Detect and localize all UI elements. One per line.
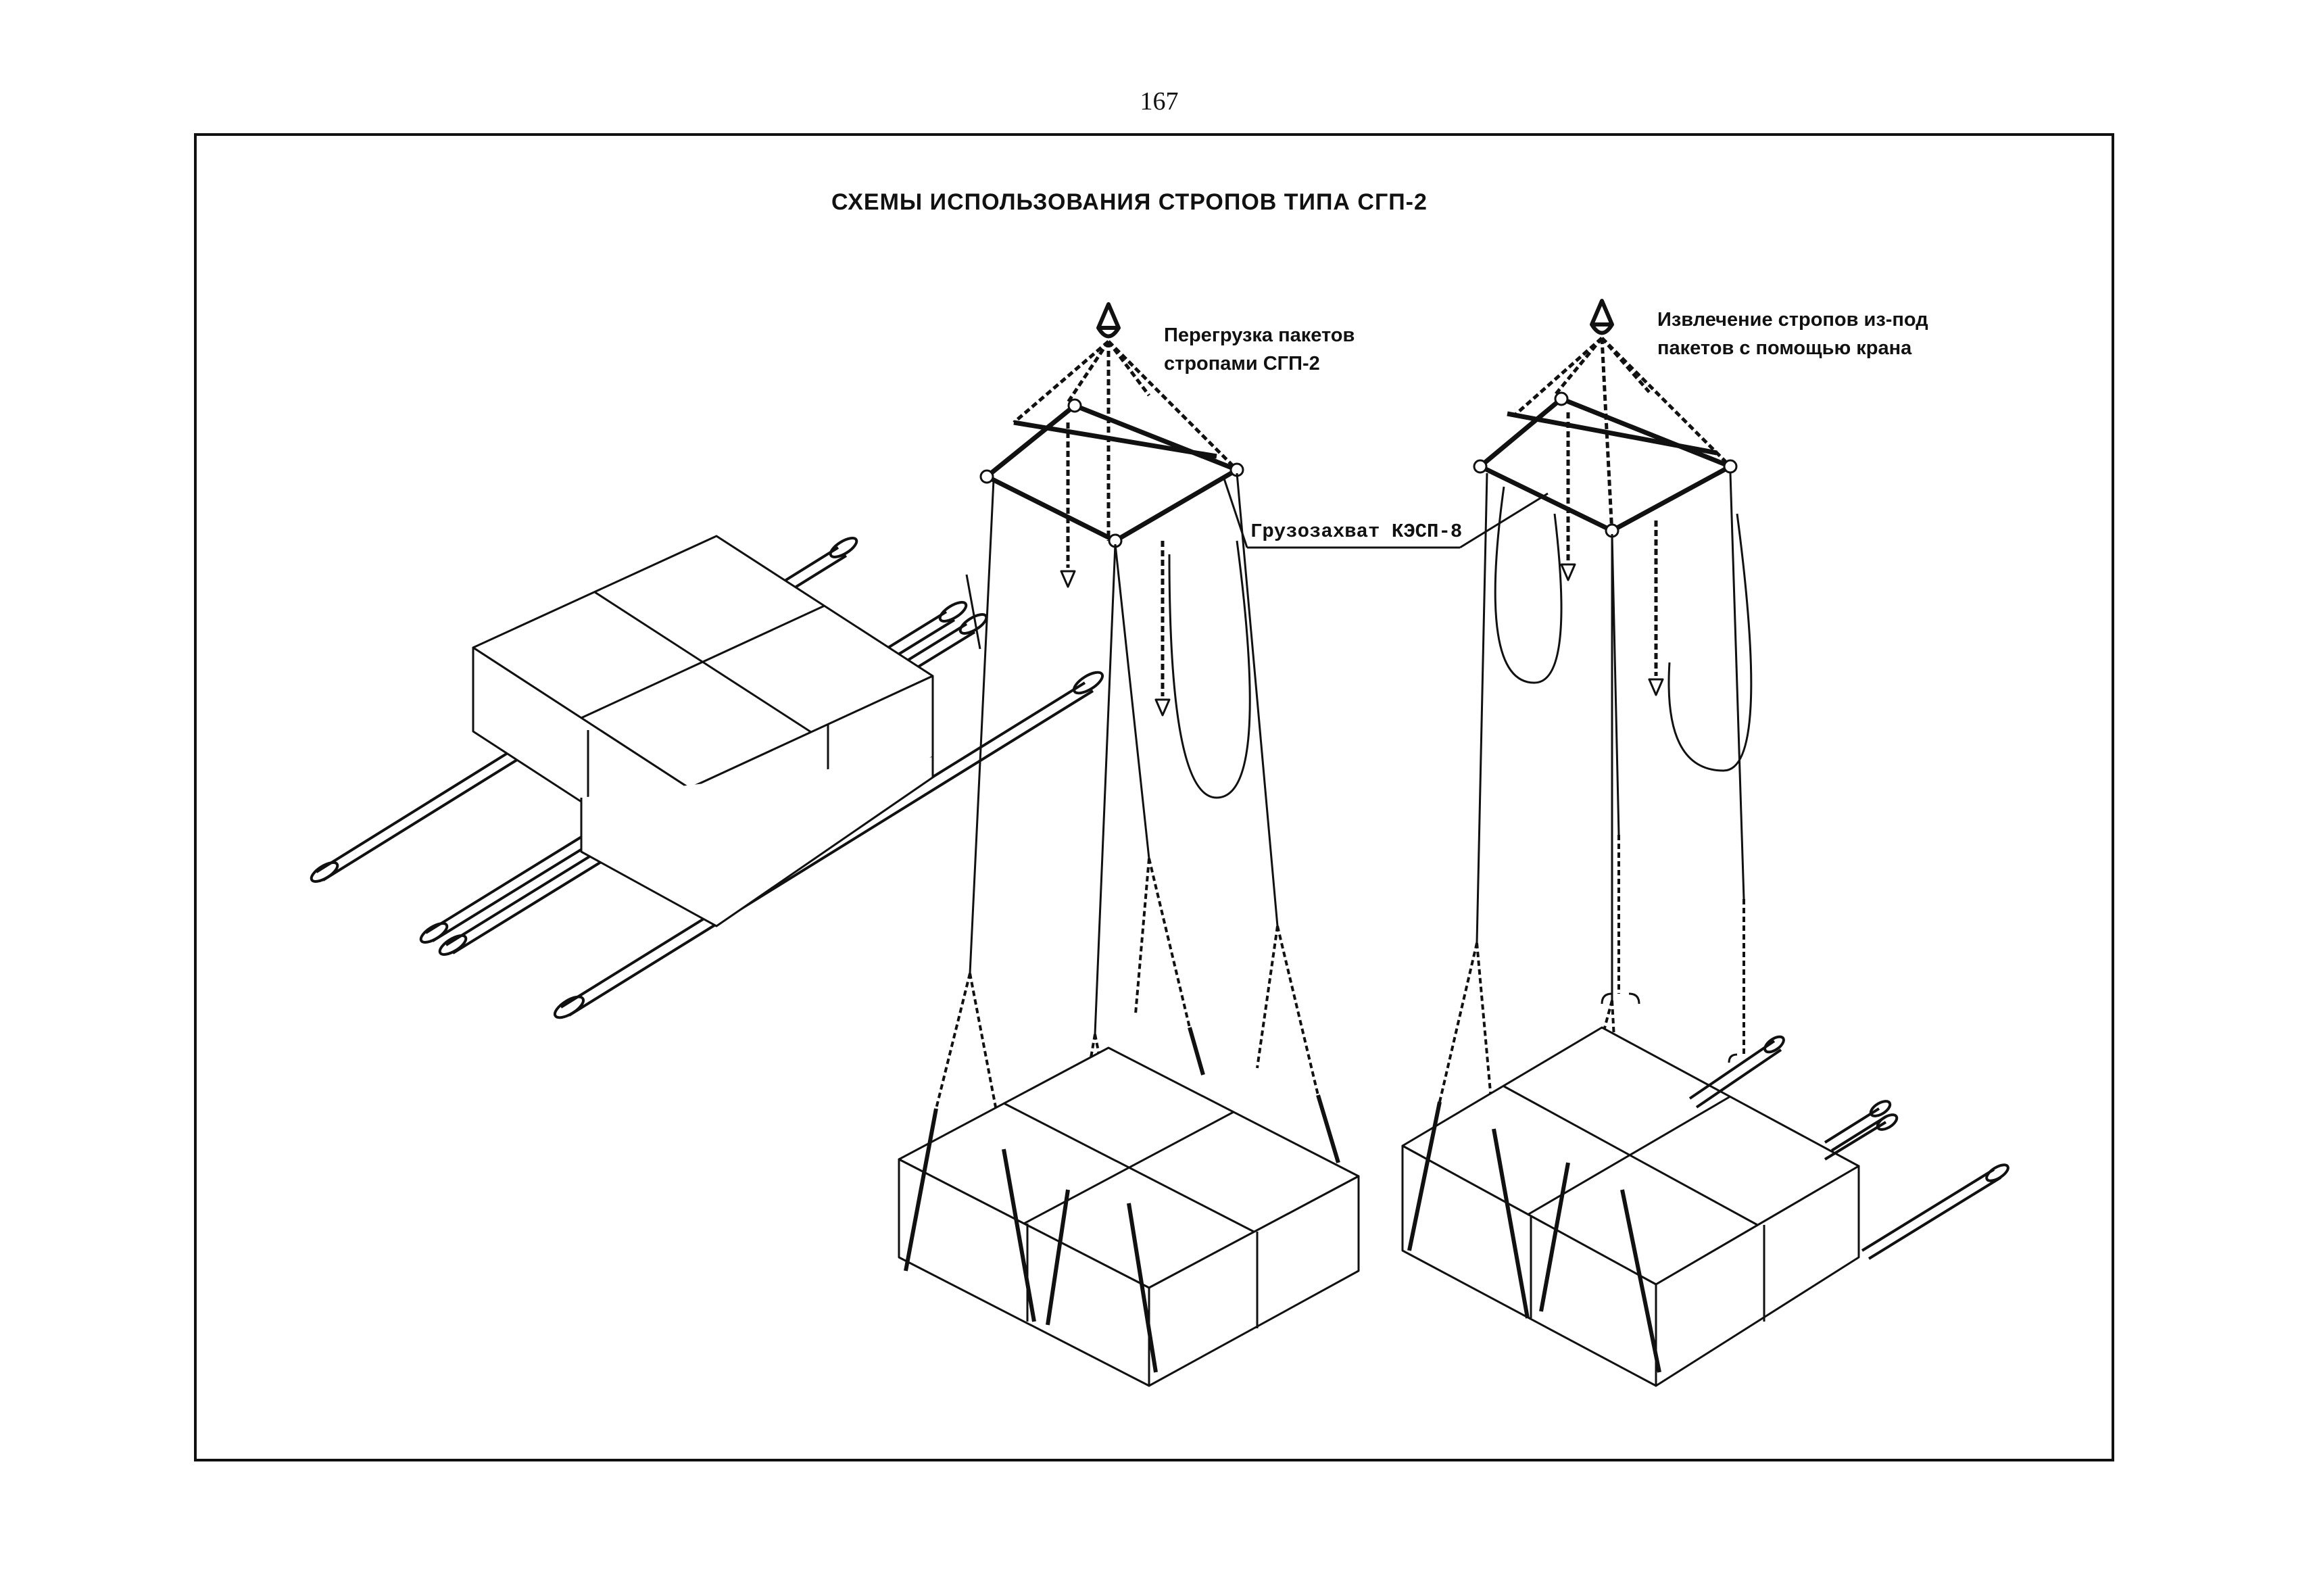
figure-title: СХЕМЫ ИСПОЛЬЗОВАНИЯ СТРОПОВ ТИПА СГП-2 [831, 189, 1428, 215]
grip-frame-middle [984, 403, 1240, 543]
right-crane-rig [1401, 299, 2009, 1387]
label-transfer-line-1: Перегрузка пакетов [1164, 324, 1355, 346]
crane-hook-ring-right [1590, 299, 1614, 327]
label-grip: Грузозахват КЭСП-8 [1250, 521, 1463, 543]
middle-lifted-package [898, 1046, 1360, 1387]
left-package-on-slings [310, 535, 1104, 1019]
label-extraction: Извлечение стропов из-под пакетов с помо… [1657, 306, 1928, 362]
label-transfer: Перегрузка пакетов стропами СГП-2 [1164, 321, 1355, 378]
page-number: 167 [1140, 87, 1179, 116]
middle-crane-rig [898, 302, 1360, 1387]
extracted-slings [1688, 1035, 2009, 1260]
label-transfer-line-2: стропами СГП-2 [1164, 353, 1320, 375]
left-package-box [472, 535, 934, 927]
label-extraction-line-1: Извлечение стропов из-под [1657, 309, 1928, 331]
crane-hook-ring-middle [1096, 302, 1121, 330]
figure-frame [194, 133, 2114, 1461]
label-extraction-line-2: пакетов с помощью крана [1657, 337, 1912, 360]
right-lifted-package [1401, 1026, 1860, 1387]
